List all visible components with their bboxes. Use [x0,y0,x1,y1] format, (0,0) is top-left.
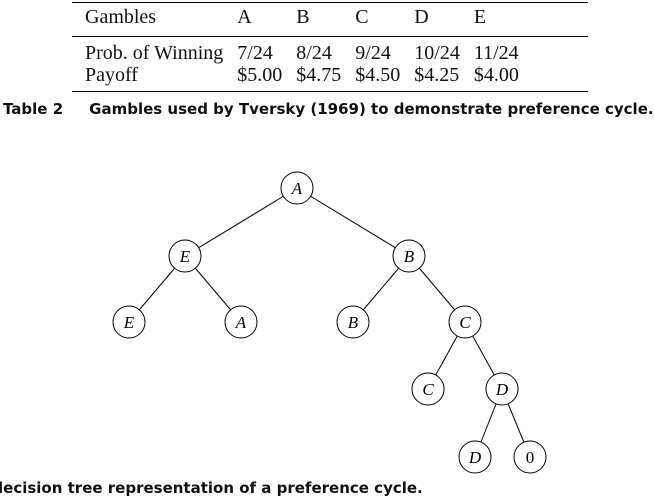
node-label: B [348,313,359,332]
node-label: A [291,179,303,198]
tree-edge [184,187,298,257]
table-cell: 10/24 [414,42,460,64]
node-label: E [179,247,191,266]
table-cell: $4.25 [414,64,460,86]
header-cell: E [473,6,487,28]
table-cell: 11/24 [473,42,519,64]
table-header-row: Gambles A B C D E [78,0,526,34]
tree-node: 0 [513,440,547,474]
tree-nodes: A E B E A B C C [112,171,547,474]
table-caption-text: Gambles used by Tversky (1969) to demons… [89,100,654,118]
node-label: D [495,380,509,399]
tree-node: B [336,305,370,339]
gambles-table-wrap: Gambles A B C D E Prob. of Winning 7/24 … [78,0,588,86]
table-cell: 8/24 [296,42,332,64]
tree-node: B [392,239,426,273]
tree-node: C [411,372,445,406]
table-cell: $4.50 [355,64,401,86]
tree-node: D [458,440,492,474]
tree-node: D [485,372,519,406]
table-row: Payoff $5.00 $4.75 $4.50 $4.25 $4.00 [78,64,526,86]
row-label: Payoff [85,64,138,86]
header-cell: C [355,6,369,28]
decision-tree: A E B E A B C C [112,171,547,474]
header-cell: Gambles [85,6,157,28]
gambles-table: Gambles A B C D E Prob. of Winning 7/24 … [78,0,526,86]
table-cell: 7/24 [237,42,273,64]
table-row: Prob. of Winning 7/24 8/24 9/24 10/24 11… [78,34,526,64]
table-mid-rule [72,36,588,37]
header-cell: D [414,6,429,28]
tree-node-root: A [280,171,314,205]
tree-node: C [448,305,482,339]
table-cell: $4.75 [296,64,342,86]
node-label: E [123,313,135,332]
table-caption-number: Table 2 [3,100,64,118]
node-label: D [468,448,482,467]
table-cell: $4.00 [473,64,519,86]
node-label: A [235,313,247,332]
table-top-rule [72,2,588,3]
figure-caption-text: lecision tree representation of a prefer… [0,479,423,497]
table-caption: Table 2 Gambles used by Tversky (1969) to… [3,100,654,118]
node-label: B [404,247,415,266]
tree-node: E [168,239,202,273]
header-cell: B [296,6,310,28]
table-cell: 9/24 [355,42,391,64]
table-bottom-rule [72,91,588,92]
tree-edge [296,187,410,257]
row-label: Prob. of Winning [85,42,224,64]
tree-node: A [224,305,258,339]
node-label: C [459,313,471,332]
figure-caption: lecision tree representation of a prefer… [0,479,638,497]
tree-node: E [112,305,146,339]
header-cell: A [237,6,252,28]
node-label: 0 [526,448,535,467]
node-label: C [422,380,434,399]
table-cell: $5.00 [237,64,283,86]
